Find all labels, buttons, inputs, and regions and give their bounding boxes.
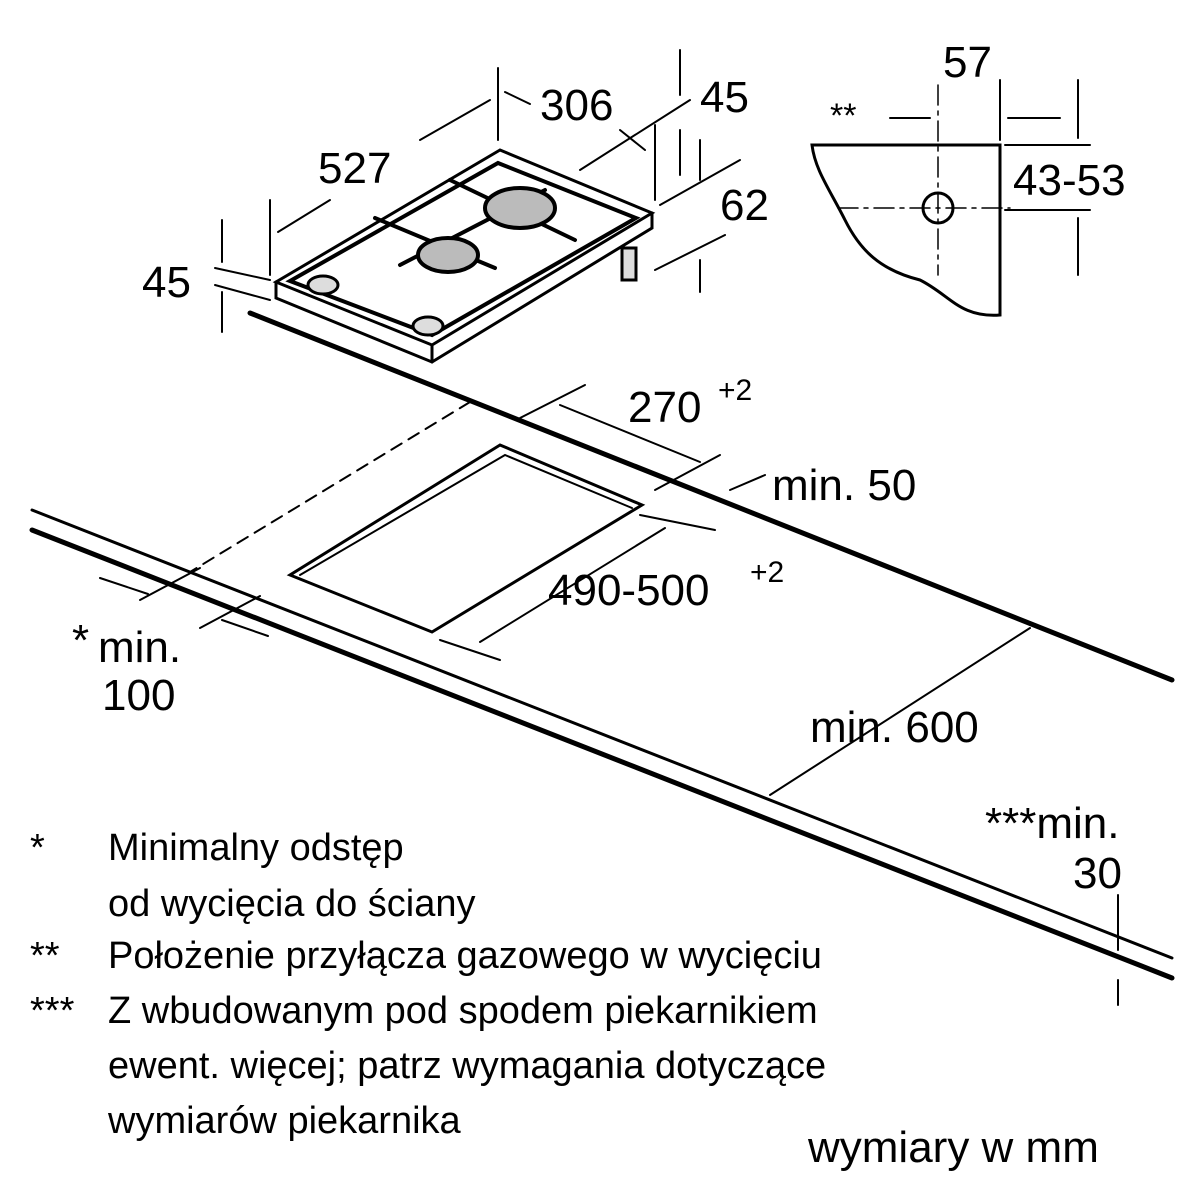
- knob-icon: [411, 315, 445, 337]
- dim-490-500: 490-500: [548, 566, 709, 615]
- dim-270: 270: [628, 383, 701, 432]
- dim-45-top: 45: [700, 73, 749, 122]
- note-line: Minimalny odstęp: [108, 827, 404, 869]
- knob-icon: [306, 274, 340, 296]
- countertop-front-edge-top: [30, 508, 1174, 960]
- gas-connection-detail: [810, 143, 1002, 317]
- dim-62: 62: [720, 181, 769, 230]
- dim-490-500-tolerance: +2: [750, 556, 784, 589]
- note-line: wymiarów piekarnika: [108, 1100, 461, 1142]
- note-line: Z wbudowanym pod spodem piekarnikiem: [108, 990, 818, 1032]
- gas-connector-icon: [620, 246, 638, 282]
- dim-min-30-value: 30: [1073, 849, 1122, 898]
- dim-527: 527: [318, 144, 391, 193]
- dim-min-600: min. 600: [810, 703, 979, 752]
- dim-57: 57: [943, 38, 992, 87]
- note-marker: ***: [30, 990, 75, 1032]
- note-line: ewent. więcej; patrz wymagania dotyczące: [108, 1045, 827, 1087]
- cutout: [286, 443, 646, 634]
- dim-306: 306: [540, 81, 613, 130]
- dim-270-tolerance: +2: [718, 374, 752, 407]
- burner-small-icon: [416, 236, 480, 274]
- wall-dashed-line: [189, 401, 471, 573]
- dim-min-100-marker: *: [72, 616, 89, 665]
- dim-min-100-value: 100: [102, 671, 175, 720]
- gas-connector-icon: [921, 191, 955, 225]
- dim-min-50: min. 50: [772, 461, 916, 510]
- countertop-front-edge: [29, 527, 1175, 981]
- dim-min-100-label: min.: [98, 623, 181, 672]
- dim-45-left: 45: [142, 258, 191, 307]
- dimension-labels: 306 527 45 45 62 57 43-53 ** 270 +2 490-…: [72, 38, 1126, 898]
- dim-min-30-label: ***min.: [985, 799, 1120, 848]
- countertop-back-edge: [247, 310, 1175, 683]
- note-marker: *: [30, 827, 45, 869]
- detail-marker: **: [830, 97, 856, 135]
- cutout-inner-edge: [299, 453, 633, 576]
- dim-43-53: 43-53: [1013, 156, 1126, 205]
- units-label: wymiary w mm: [808, 1123, 1099, 1172]
- note-marker: **: [30, 935, 60, 977]
- note-line: od wycięcia do ściany: [108, 883, 476, 925]
- note-line: Położenie przyłącza gazowego w wycięciu: [108, 935, 822, 977]
- burner-large-icon: [483, 186, 557, 230]
